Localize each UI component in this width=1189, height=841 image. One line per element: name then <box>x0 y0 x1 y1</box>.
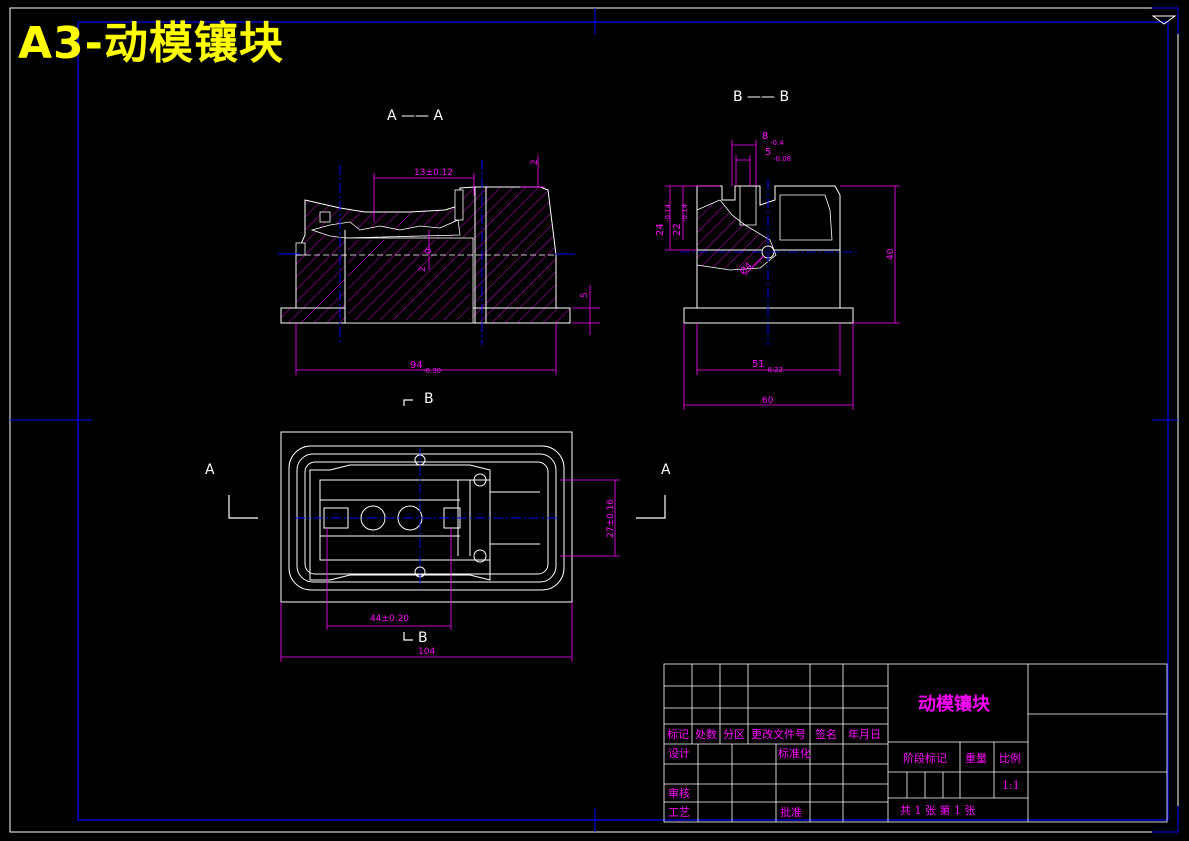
centering-marks <box>10 8 1178 832</box>
dim-24: 24 <box>655 223 666 236</box>
dim-94-tol: -0.30 <box>423 367 442 375</box>
corner-marks <box>1152 7 1179 833</box>
section-bb-label: B —— B <box>733 89 790 105</box>
dim-5b-tol: -0.08 <box>773 155 792 163</box>
tb-scale-value: 1:1 <box>1002 779 1020 792</box>
dim-2-top: 2 <box>530 159 540 165</box>
tb-standardize: 标准化 <box>778 747 811 760</box>
dim-27: 27±0.16 <box>606 498 616 538</box>
cut-a-left-label: A <box>205 462 215 478</box>
tb-process: 工艺 <box>668 806 690 819</box>
dim-22-tol: -0.14 <box>681 203 689 222</box>
dim-8: 8 <box>762 131 769 142</box>
dim-5: 5 <box>580 292 590 298</box>
orientation-arrow <box>1151 15 1177 25</box>
section-aa-view <box>278 155 600 375</box>
section-cut-marks <box>228 399 666 641</box>
tb-label-sign: 签名 <box>815 728 837 741</box>
dim-22: 22 <box>672 223 683 236</box>
tb-label-mark: 标记 <box>667 728 689 741</box>
tb-scale: 比例 <box>999 752 1021 765</box>
dim-13: 13±0.12 <box>414 168 454 178</box>
dim-24-tol: -0.14 <box>664 203 672 222</box>
dim-104: 104 <box>418 647 436 657</box>
dim-2-mid: 2 <box>418 266 428 272</box>
cut-b-bottom-label: B <box>418 630 428 646</box>
dim-0-mid: 0 <box>424 248 434 254</box>
tb-label-count: 处数 <box>695 728 717 741</box>
dim-8-tol: -0.4 <box>770 139 784 147</box>
dim-44: 44±0.20 <box>370 614 410 624</box>
tb-label-zone: 分区 <box>723 728 745 741</box>
dim-5b: 5 <box>765 147 772 158</box>
dim-94: 94 <box>410 360 423 371</box>
cut-b-top-label: B <box>424 391 434 407</box>
tb-design: 设计 <box>668 747 690 760</box>
dim-51: 51 <box>752 359 765 370</box>
drawing-title: A3-动模镶块 <box>18 18 284 69</box>
tb-weight: 重量 <box>965 752 987 765</box>
tb-label-change: 更改文件号 <box>751 728 806 741</box>
section-aa-label: A —— A <box>387 108 444 124</box>
plan-view <box>280 431 573 603</box>
tb-review: 审核 <box>668 787 690 800</box>
dim-60: 60 <box>762 396 774 406</box>
tb-stage-mark: 阶段标记 <box>903 752 947 765</box>
tb-sheets: 共 1 张 第 1 张 <box>900 804 976 817</box>
sheet-border <box>9 7 1179 833</box>
cut-a-right-label: A <box>661 462 671 478</box>
dim-40: 40 <box>886 248 896 260</box>
dim-51-tol: -0.22 <box>765 366 784 374</box>
title-block-grid <box>663 663 1168 823</box>
part-name: 动模镶块 <box>918 694 990 715</box>
drawing-frame <box>77 21 1169 821</box>
tb-approve: 批准 <box>780 806 802 819</box>
tb-label-date: 年月日 <box>848 728 881 741</box>
section-bb-view <box>665 140 900 410</box>
